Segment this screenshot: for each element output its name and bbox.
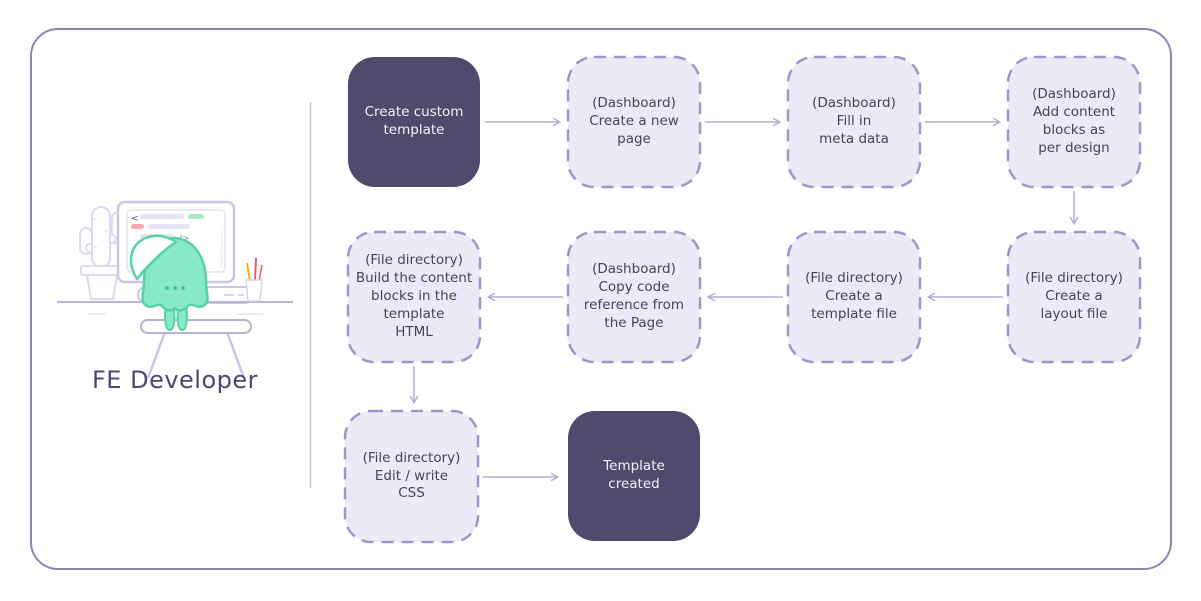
node-box-file-directory-build-content-blocks [346,230,482,364]
screen-glare [220,224,223,268]
flow-node-file-directory-create-layout-file: (File directory) Create a layout file [1025,270,1123,322]
code-open-glyph: < [131,214,139,224]
flow-node-create-custom-template: Create custom template [364,104,464,138]
flow-node-dashboard-create-new-page: (Dashboard) Create a new page [589,95,679,147]
diagram-border-frame [30,28,1172,570]
flow-node-dashboard-fill-meta-data: (Dashboard) Fill in meta data [812,95,896,147]
flow-node-boxes [343,55,1142,544]
node-box-dashboard-add-content-blocks [1006,55,1142,189]
pencil-cup-illustration [245,257,263,302]
node-box-dashboard-fill-meta-data [786,55,922,189]
flow-node-dashboard-copy-code-reference: (Dashboard) Copy code reference from the… [583,261,685,331]
node-box-dashboard-copy-code-reference [566,230,702,364]
flow-node-file-directory-edit-write-css: (File directory) Edit / write CSS [362,449,461,502]
flow-node-template-created: Template created [603,458,665,492]
node-box-dashboard-create-new-page [566,55,702,189]
node-box-template-created [568,411,700,541]
node-box-file-directory-create-layout-file [1006,230,1142,364]
flow-arrows [409,117,1079,482]
flow-node-dashboard-add-content-blocks: (Dashboard) Add content blocks as per de… [1032,86,1116,156]
node-box-create-custom-template [348,57,480,187]
mascot-illustration [129,234,209,331]
node-box-file-directory-create-template-file [786,230,922,364]
fe-developer-illustration: < /> [57,200,293,379]
actor-label: FE Developer [91,366,259,394]
node-box-file-directory-edit-write-css [343,409,480,544]
flow-node-file-directory-create-template-file: (File directory) Create a template file [805,270,903,322]
mascot-face-dots [165,286,185,290]
flow-node-file-directory-build-content-blocks: (File directory) Build the content block… [355,252,473,340]
